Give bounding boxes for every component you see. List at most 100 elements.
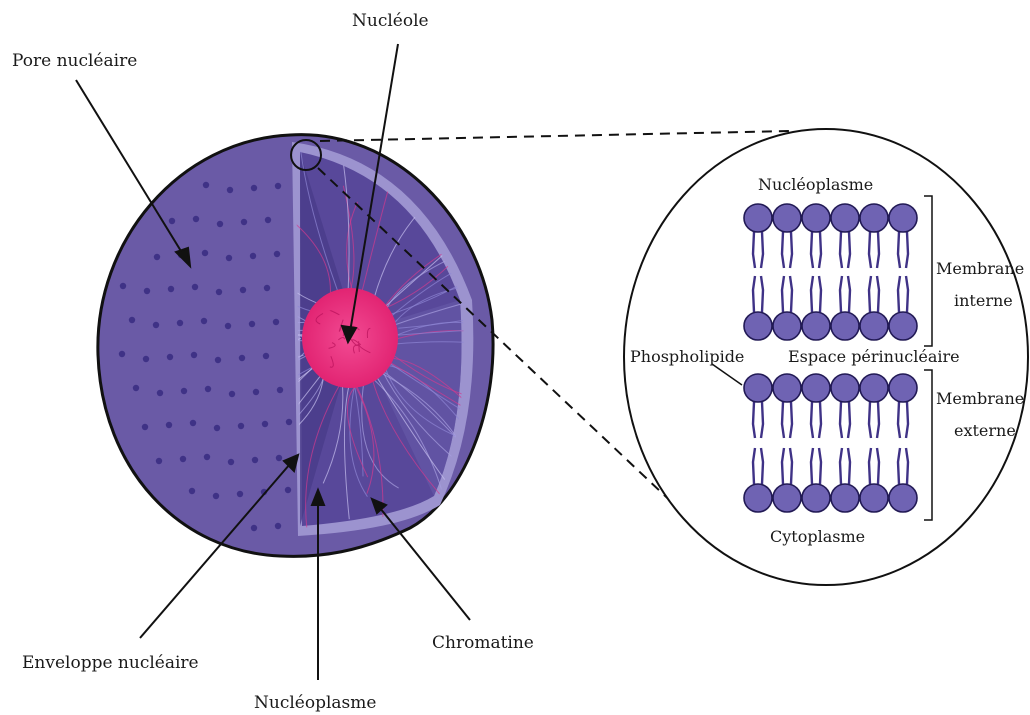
pore-dot: [250, 253, 256, 259]
pore-dot: [241, 219, 247, 225]
pore-dot: [190, 420, 196, 426]
pore-dot: [180, 456, 186, 462]
pore-dot: [251, 185, 257, 191]
lipid-head: [860, 374, 888, 402]
pore-dot: [273, 319, 279, 325]
pore-dot: [205, 386, 211, 392]
pore-dot: [202, 250, 208, 256]
lipid-head: [889, 374, 917, 402]
pore-dot: [249, 321, 255, 327]
pore-dot: [119, 351, 125, 357]
lipid-head: [889, 204, 917, 232]
pore-dot: [264, 285, 270, 291]
pore-dot: [214, 425, 220, 431]
lipid-head: [860, 204, 888, 232]
pore-dot: [274, 251, 280, 257]
label-pore-nucleaire: Pore nucléaire: [12, 51, 137, 71]
pore-dot: [226, 255, 232, 261]
label-espace-perinucleaire: Espace périnucléaire: [788, 347, 960, 366]
pore-dot: [275, 523, 281, 529]
pore-dot: [181, 388, 187, 394]
lipid-head: [802, 204, 830, 232]
label-enveloppe-nucleaire: Enveloppe nucléaire: [22, 653, 199, 673]
lipid-head: [744, 484, 772, 512]
pore-dot: [227, 187, 233, 193]
pore-dot: [286, 419, 292, 425]
lipid-head: [773, 312, 801, 340]
pore-dot: [166, 422, 172, 428]
pore-dot: [169, 218, 175, 224]
lipid-head: [773, 484, 801, 512]
label-membrane-externe-1: Membrane: [936, 389, 1024, 408]
pore-dot: [144, 288, 150, 294]
pore-dot: [228, 459, 234, 465]
lipid-head: [744, 374, 772, 402]
pore-dot: [253, 389, 259, 395]
pore-dot: [192, 284, 198, 290]
pore-dot: [153, 322, 159, 328]
pore-dot: [204, 454, 210, 460]
pore-dot: [157, 390, 163, 396]
pore-dot: [177, 320, 183, 326]
pore-dot: [225, 323, 231, 329]
pore-dot: [191, 352, 197, 358]
pore-dot: [238, 423, 244, 429]
label-chromatine: Chromatine: [432, 633, 534, 653]
pore-dot: [229, 391, 235, 397]
lipid-head: [889, 484, 917, 512]
lipid-head: [744, 204, 772, 232]
pore-dot: [275, 183, 281, 189]
pore-dot: [129, 317, 135, 323]
pore-dot: [189, 488, 195, 494]
pore-dot: [201, 318, 207, 324]
lipid-head: [860, 312, 888, 340]
label-membrane-interne-2: interne: [954, 291, 1013, 310]
lipid-head: [831, 484, 859, 512]
pore-dot: [142, 424, 148, 430]
pore-dot: [133, 385, 139, 391]
pore-dot: [262, 421, 268, 427]
pore-dot: [154, 254, 160, 260]
lipid-head: [860, 484, 888, 512]
lipid-head: [831, 204, 859, 232]
label-inset-nucleoplasme: Nucléoplasme: [758, 175, 873, 194]
lipid-head: [802, 374, 830, 402]
label-nucleole: Nucléole: [352, 11, 429, 31]
pore-dot: [168, 286, 174, 292]
lipid-head: [831, 312, 859, 340]
label-membrane-interne-1: Membrane: [936, 259, 1024, 278]
pore-dot: [193, 216, 199, 222]
pore-dot: [251, 525, 257, 531]
pore-dot: [239, 355, 245, 361]
pore-dot: [217, 221, 223, 227]
pore-dot: [203, 182, 209, 188]
pore-dot: [167, 354, 173, 360]
label-phospholipide: Phospholipide: [630, 347, 744, 366]
pore-dot: [216, 289, 222, 295]
label-nucleoplasme-bottom: Nucléoplasme: [254, 693, 376, 713]
pore-dot: [215, 357, 221, 363]
lipid-head: [773, 374, 801, 402]
pore-dot: [285, 487, 291, 493]
pore-dot: [240, 287, 246, 293]
pore-dot: [277, 387, 283, 393]
lipid-head: [889, 312, 917, 340]
lipid-head: [773, 204, 801, 232]
lipid-head: [744, 312, 772, 340]
pore-dot: [143, 356, 149, 362]
pore-dot: [213, 493, 219, 499]
pore-dot: [120, 283, 126, 289]
pore-dot: [265, 217, 271, 223]
lipid-head: [802, 312, 830, 340]
pore-dot: [156, 458, 162, 464]
label-cytoplasme: Cytoplasme: [770, 527, 865, 546]
pore-dot: [276, 455, 282, 461]
pore-dot: [237, 491, 243, 497]
label-membrane-externe-2: externe: [954, 421, 1016, 440]
nucleus: [98, 135, 574, 563]
lipid-head: [802, 484, 830, 512]
lipid-head: [831, 374, 859, 402]
pore-dot: [263, 353, 269, 359]
pore-dot: [252, 457, 258, 463]
